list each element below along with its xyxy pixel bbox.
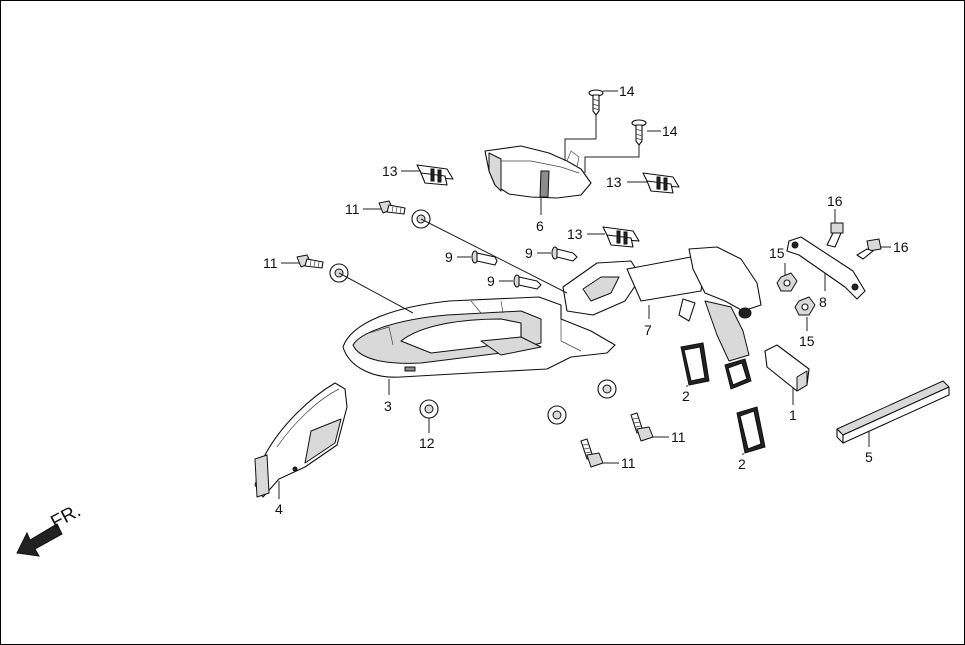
part-16-bolt-a [826, 222, 844, 248]
part-5-rubber-strip [836, 380, 950, 444]
washer-lower-b [547, 405, 567, 425]
callout-11-d: 11 [621, 455, 636, 471]
callout-4: 4 [275, 501, 283, 517]
part-11-bolt-upper [378, 200, 406, 215]
callout-11-b: 11 [263, 255, 278, 271]
part-9-screw-c [513, 274, 542, 290]
callout-9-a: 9 [445, 249, 453, 265]
part-8-stay [786, 236, 866, 300]
part-7-carrier-bracket [562, 246, 762, 362]
callout-16-a: 16 [827, 193, 843, 209]
part-11-bolt-lower-right [630, 412, 654, 442]
callout-15-b: 15 [799, 333, 815, 349]
leader-lines [278, 90, 891, 499]
part-2-pad-lower [736, 406, 766, 454]
washer-lower-a [597, 379, 617, 399]
part-15-nut-a [776, 272, 798, 292]
part-9-screw-b [551, 246, 578, 262]
part-11-bolt-lower [580, 438, 604, 468]
callout-13-c: 13 [567, 226, 583, 242]
callout-12: 12 [419, 435, 435, 451]
callout-14-a: 14 [619, 83, 635, 99]
callout-13-a: 13 [382, 163, 398, 179]
callout-1: 1 [789, 407, 797, 423]
callout-11-a: 11 [345, 201, 360, 217]
part-12-grommet [419, 399, 439, 419]
callout-3: 3 [384, 398, 392, 414]
callout-2-b: 2 [738, 456, 746, 472]
part-15-nut-b [794, 296, 816, 316]
part-3-fender-tray [342, 296, 616, 378]
part-2-pad-mount [724, 358, 752, 390]
callout-15-a: 15 [769, 245, 785, 261]
callout-7: 7 [644, 322, 652, 338]
callout-13-b: 13 [606, 174, 622, 190]
callout-6: 6 [536, 218, 544, 234]
part-13-clip-right [642, 172, 680, 194]
part-14-screw-left [588, 89, 604, 116]
front-direction-indicator: FR. [16, 501, 84, 557]
part-9-screw-a [471, 250, 498, 266]
callout-11-c: 11 [671, 429, 686, 445]
callout-14-b: 14 [662, 123, 678, 139]
callout-9-b: 9 [525, 245, 533, 261]
part-6-upper-cover [484, 145, 592, 199]
front-direction-arrow-icon [16, 523, 63, 557]
part-4-side-cover [254, 382, 348, 498]
part-16-bolt-b [856, 238, 882, 260]
part-11-bolt-left [296, 254, 324, 269]
callout-2-a: 2 [682, 388, 690, 404]
callout-16-b: 16 [893, 239, 909, 255]
callout-9-c: 9 [487, 273, 495, 289]
part-13-clip-left [416, 164, 454, 186]
callout-5: 5 [865, 449, 873, 465]
callout-labels: 14 14 13 13 13 6 11 11 11 11 9 9 9 16 16… [263, 83, 909, 517]
part-13-clip-middle [602, 226, 640, 248]
callout-8: 8 [819, 294, 827, 310]
part-2-pad-upper [680, 342, 710, 386]
part-1-bracket-block [764, 344, 810, 392]
part-14-screw-right [631, 119, 647, 146]
